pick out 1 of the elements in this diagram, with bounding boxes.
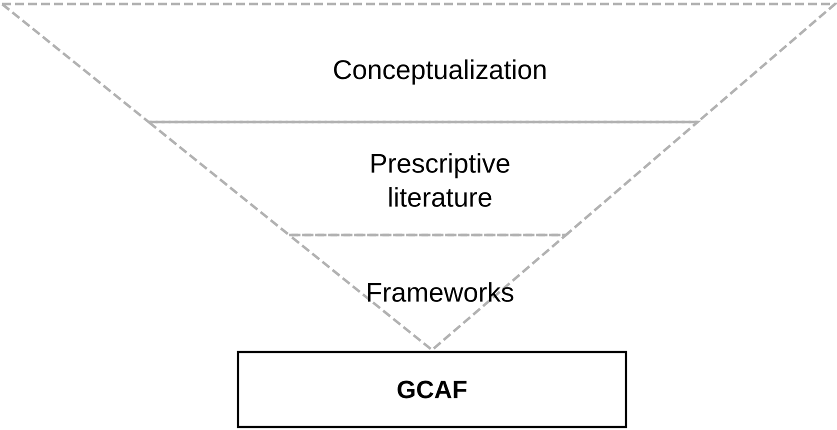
result-box: GCAF	[236, 350, 628, 428]
